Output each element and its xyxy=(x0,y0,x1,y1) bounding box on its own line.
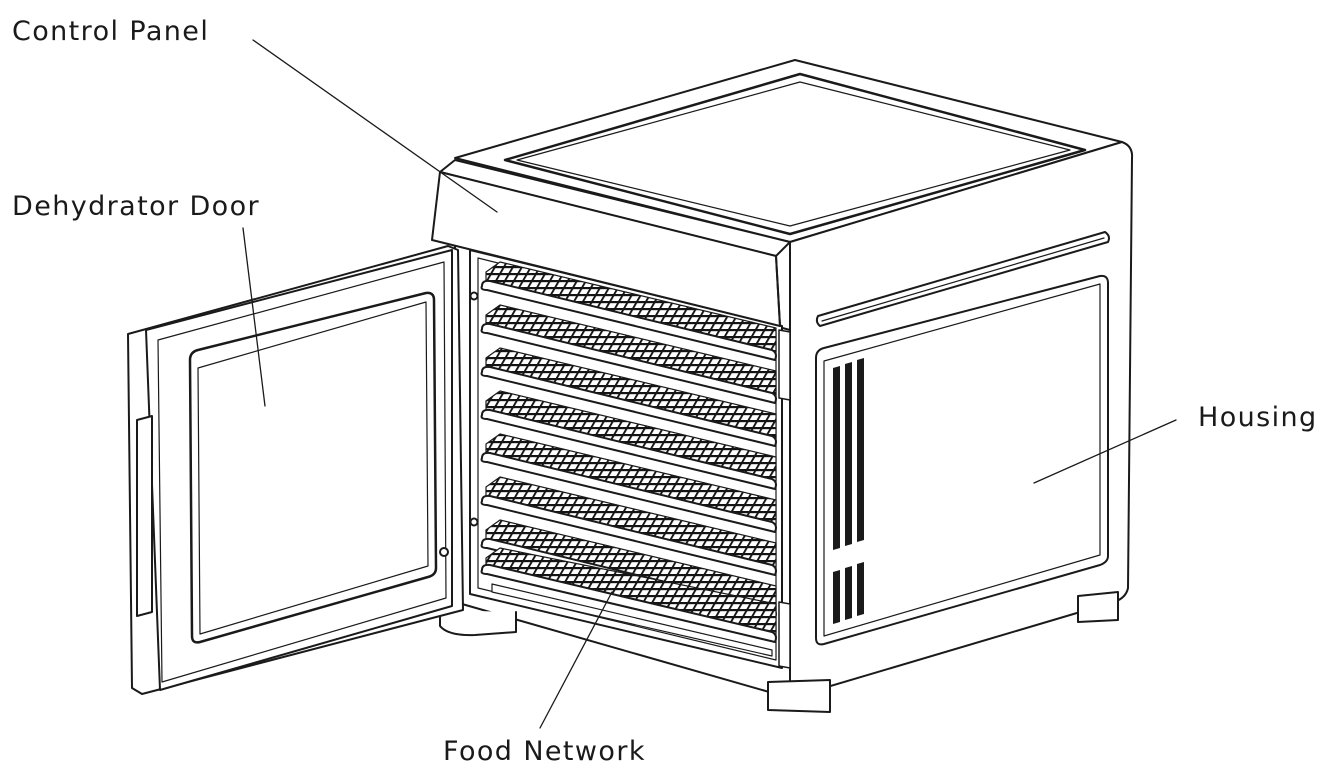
dehydrator-door-label: Dehydrator Door xyxy=(12,191,260,222)
control-panel-label: Control Panel xyxy=(12,16,210,47)
leader-housing xyxy=(1033,419,1177,484)
rack-4 xyxy=(480,390,777,490)
rack-8 xyxy=(480,547,777,643)
leader-control-panel xyxy=(252,39,498,213)
leader-lines xyxy=(242,39,1177,729)
food-network-label: Food Network xyxy=(443,736,646,767)
rack-2 xyxy=(480,304,777,404)
side-vents xyxy=(833,358,864,624)
rack-3 xyxy=(480,347,777,447)
control-panel xyxy=(431,159,791,327)
leader-food-network xyxy=(539,591,613,729)
dehydrator-door xyxy=(127,245,479,695)
rack-5 xyxy=(480,433,777,533)
housing-label: Housing xyxy=(1198,402,1318,433)
drip-tray xyxy=(491,583,773,657)
rack-1 xyxy=(480,261,777,361)
rack-6 xyxy=(480,476,777,576)
food-racks xyxy=(480,261,777,657)
leader-dehydrator-door xyxy=(242,227,266,407)
